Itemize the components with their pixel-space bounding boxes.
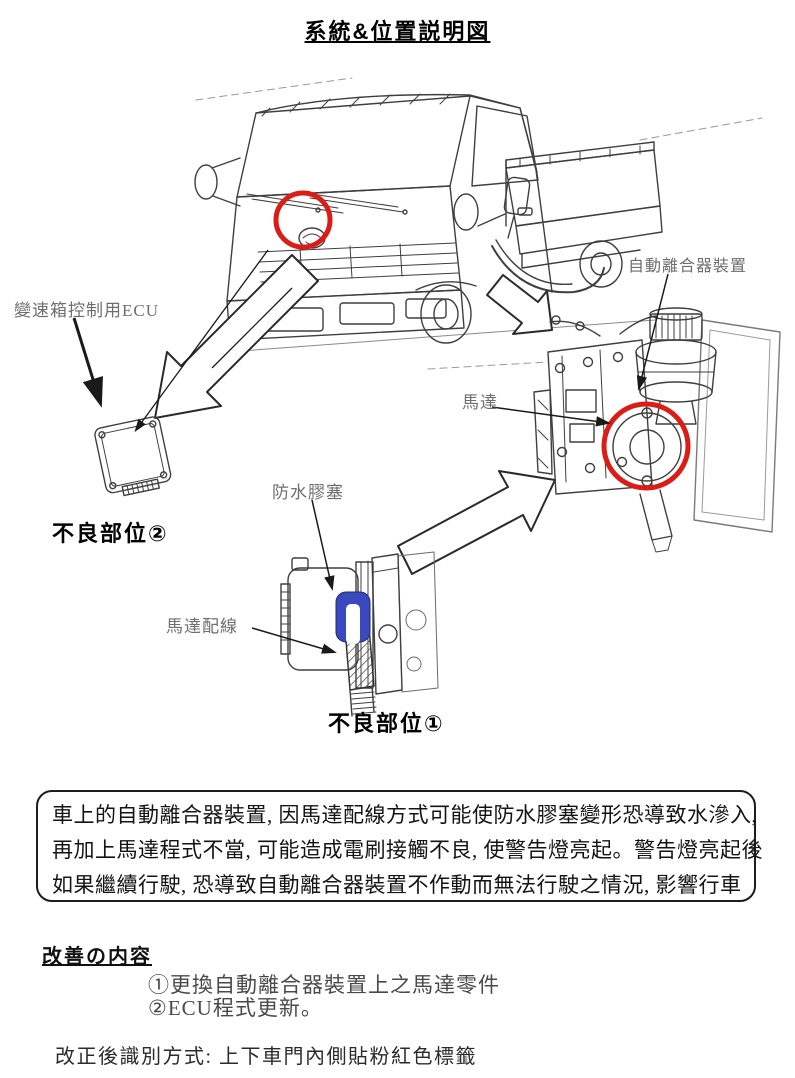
big-arrows	[154, 254, 556, 575]
label-defect-part-2: 不良部位②	[52, 521, 169, 546]
actuator-illustration	[533, 307, 781, 553]
description-line-1: 車上的自動離合器裝置, 因馬達配線方式可能使防水膠塞變形恐導致水滲入,	[52, 803, 758, 827]
pointer-ecu-label	[72, 317, 103, 408]
label-defect-part-1: 不良部位①	[328, 711, 445, 736]
truck-highlight-circle	[273, 190, 333, 250]
arrow-truck-to-actuator-big	[486, 274, 553, 335]
page-title: 系統&位置説明図	[304, 19, 491, 44]
truck-illustration	[194, 77, 763, 370]
pointer-circle-to-ecu	[134, 249, 269, 433]
pointer-circle-to-ecu-2	[211, 287, 293, 369]
improvement-item-1: ①更換自動離合器裝置上之馬達零件	[148, 973, 500, 997]
label-transmission-ecu: 變速箱控制用ECU	[14, 301, 159, 320]
description-line-2: 再加上馬達程式不當, 可能造成電刷接觸不良, 使警告燈亮起。警告燈亮起後	[52, 838, 763, 862]
improvement-heading: 改善の内容	[42, 946, 152, 968]
motor-illustration	[280, 551, 439, 717]
label-motor: 馬達	[462, 393, 498, 412]
label-auto-clutch-unit: 自動離合器裝置	[628, 258, 748, 275]
improvement-items: ①更換自動離合器裝置上之馬達零件 ②ECU程式更新。	[148, 974, 500, 1020]
improvement-item-2: ②ECU程式更新。	[148, 996, 323, 1020]
system-location-diagram	[72, 77, 781, 717]
pointer-arrows	[72, 249, 669, 654]
arrow-motor-to-actuator-big	[397, 470, 556, 575]
pointer-motor-label	[491, 406, 611, 427]
arrow-truck-to-ecu-big	[154, 254, 319, 419]
actuator-highlight-circle	[601, 401, 691, 491]
label-motor-wiring: 馬達配線	[166, 617, 238, 636]
identification-method: 改正後識別方式: 上下車門內側貼粉紅色標籤	[55, 1046, 478, 1068]
grommet-shape	[335, 591, 371, 644]
pointer-clutch-label	[636, 273, 669, 391]
description-line-3: 如果繼續行駛, 恐導致自動離合器裝置不作動而無法行駛之情況, 影響行車	[52, 873, 742, 897]
label-waterproof-grommet: 防水膠塞	[272, 483, 344, 502]
ecu-illustration	[94, 416, 172, 497]
pointer-grommet-label	[311, 499, 335, 591]
pointer-wiring-label	[251, 627, 337, 654]
description-box: 車上的自動離合器裝置, 因馬達配線方式可能使防水膠塞變形恐導致水滲入, 再加上馬…	[36, 790, 763, 902]
